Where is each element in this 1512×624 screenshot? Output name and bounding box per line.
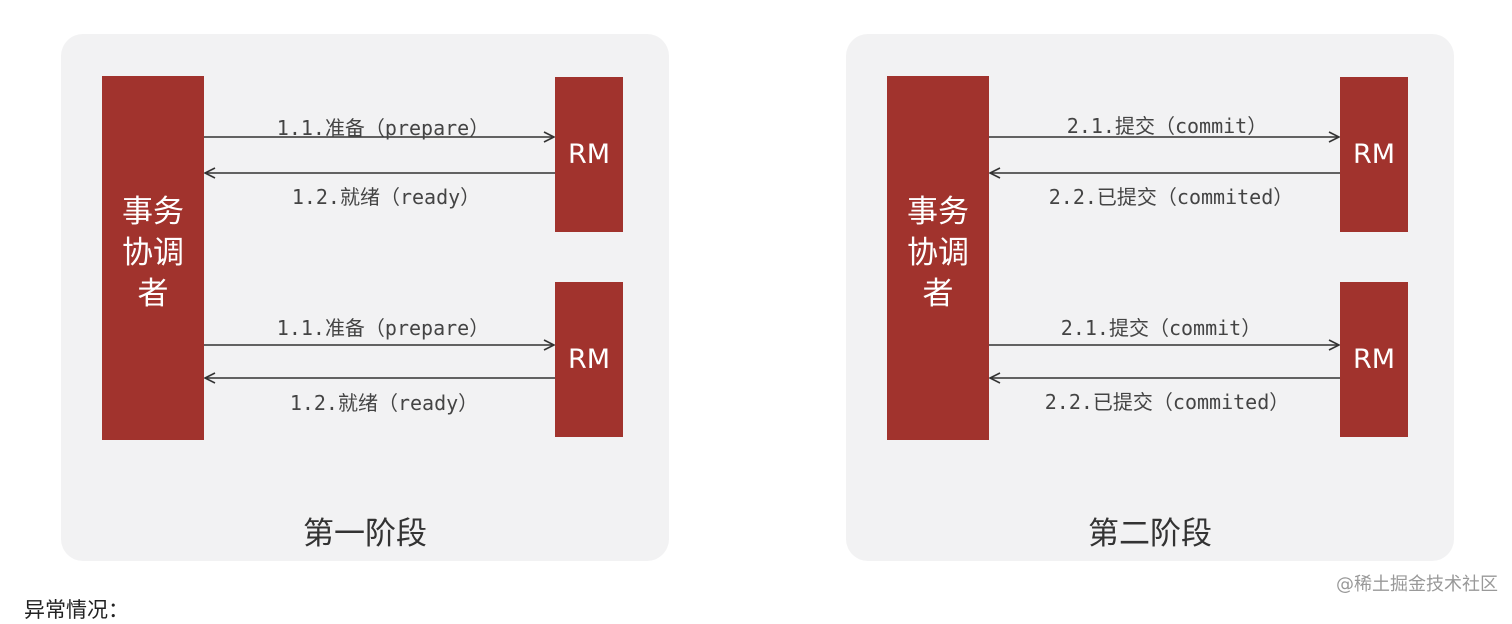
msg-commited-top: 2.2.已提交（commited） [1048,185,1294,209]
msg-commited-bottom: 2.2.已提交（commited） [1044,390,1290,414]
transaction-coordinator: 事务协调者 [102,76,204,440]
phase-one-panel: 事务协调者 RM RM 1.1.准备（prepare） 1.2.就绪（ready… [61,34,669,561]
msg-commit-top: 2.1.提交（commit） [1066,114,1268,138]
coordinator-label: 事务协调者 [907,193,969,312]
rm-bottom: RM [555,282,623,437]
msg-ready-bottom: 1.2.就绪（ready） [289,391,479,415]
rm-top: RM [1340,77,1408,232]
message-arrows [989,34,1340,561]
msg-prepare-bottom: 1.1.准备（prepare） [276,316,490,340]
section-heading: 异常情况： [24,598,129,622]
msg-ready-top: 1.2.就绪（ready） [291,185,481,209]
rm-bottom: RM [1340,282,1408,437]
msg-commit-bottom: 2.1.提交（commit） [1060,316,1262,340]
stage-label: 第二阶段 [1088,516,1212,552]
transaction-coordinator: 事务协调者 [887,76,989,440]
rm-top: RM [555,77,623,232]
stage-label: 第一阶段 [303,516,427,552]
msg-prepare-top: 1.1.准备（prepare） [276,116,490,140]
phase-two-panel: 事务协调者 RM RM 2.1.提交（commit） 2.2.已提交（commi… [846,34,1454,561]
message-arrows [204,34,555,561]
coordinator-label: 事务协调者 [122,193,184,312]
watermark: @稀土掘金技术社区 [1336,574,1498,595]
